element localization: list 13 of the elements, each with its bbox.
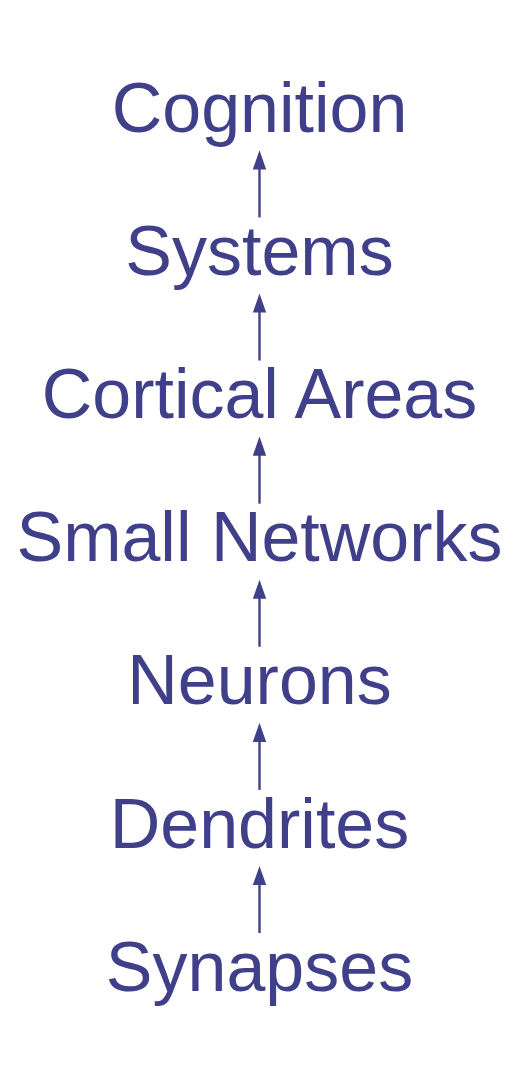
arrow	[252, 722, 267, 790]
arrow	[252, 150, 267, 218]
node-text: Synapses	[105, 927, 414, 1006]
arrow	[252, 579, 267, 647]
node-text: Dendrites	[109, 784, 410, 863]
node-text: Cognition	[111, 68, 408, 147]
arrow	[252, 865, 267, 934]
node-text: Systems	[125, 212, 394, 291]
arrow	[252, 293, 267, 361]
arrow	[252, 436, 267, 504]
node-text: Neurons	[127, 641, 392, 720]
node-text: Cortical Areas	[41, 355, 478, 434]
node-text: Small Networks	[16, 498, 503, 577]
